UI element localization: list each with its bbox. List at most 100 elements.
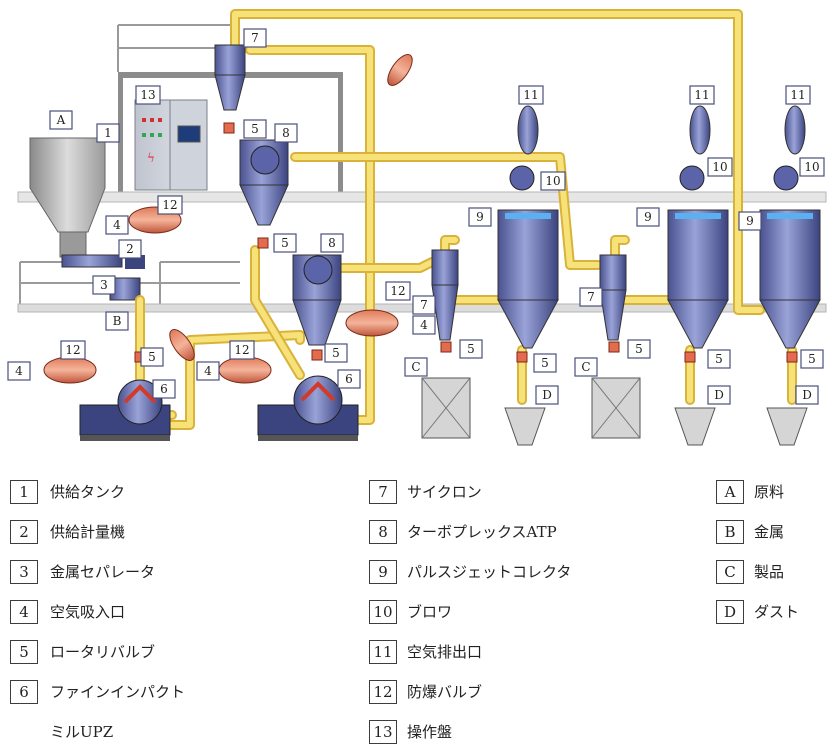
callout-10-a: 10 bbox=[540, 171, 566, 191]
legend-label-4: 空気吸入口 bbox=[50, 603, 126, 621]
legend-key-10: 10 bbox=[369, 600, 397, 624]
callout-D-2: D bbox=[707, 385, 731, 405]
legend-label-12: 防爆バルブ bbox=[407, 683, 483, 701]
callout-11-b: 11 bbox=[689, 85, 715, 105]
legend-key-12: 12 bbox=[369, 680, 397, 704]
callout-4-b: 4 bbox=[7, 361, 31, 381]
svg-text:5: 5 bbox=[808, 352, 816, 366]
svg-text:4: 4 bbox=[204, 364, 212, 378]
legend-label-A: 原料 bbox=[754, 483, 785, 501]
svg-text:1: 1 bbox=[104, 126, 112, 140]
product-container-2 bbox=[591, 377, 641, 439]
svg-text:D: D bbox=[802, 388, 812, 402]
callout-7-b: 7 bbox=[412, 295, 436, 315]
impact-mill-left bbox=[79, 379, 171, 441]
product-container-1 bbox=[421, 377, 471, 439]
svg-text:D: D bbox=[542, 388, 552, 402]
svg-text:10: 10 bbox=[712, 160, 727, 174]
svg-text:ϟ: ϟ bbox=[147, 151, 155, 165]
callout-D-1: D bbox=[535, 385, 559, 405]
svg-text:10: 10 bbox=[545, 174, 560, 188]
svg-text:A: A bbox=[56, 113, 66, 127]
svg-text:5: 5 bbox=[251, 122, 259, 136]
legend-label-11: 空気排出口 bbox=[407, 643, 483, 661]
svg-text:12: 12 bbox=[234, 343, 249, 357]
legend-key-B: B bbox=[716, 520, 744, 544]
svg-text:4: 4 bbox=[420, 318, 428, 332]
callout-5-e: 5 bbox=[459, 339, 483, 359]
legend-label-6-extra: ミルUPZ bbox=[50, 723, 114, 741]
rotary-valves bbox=[134, 122, 798, 363]
pulse-jet-collector-2 bbox=[667, 105, 729, 349]
legend-label-13: 操作盤 bbox=[407, 723, 453, 741]
svg-text:8: 8 bbox=[328, 236, 336, 250]
svg-text:5: 5 bbox=[541, 356, 549, 370]
callout-5-c: 5 bbox=[140, 347, 164, 367]
callout-6-b: 6 bbox=[337, 369, 361, 389]
legend-label-C: 製品 bbox=[754, 563, 785, 581]
callout-4-d: 4 bbox=[412, 315, 436, 335]
callout-3: 3 bbox=[92, 275, 116, 295]
callout-5-f: 5 bbox=[533, 353, 557, 373]
svg-text:11: 11 bbox=[523, 88, 538, 102]
callout-9-a: 9 bbox=[468, 207, 492, 227]
svg-text:9: 9 bbox=[746, 214, 754, 228]
svg-text:5: 5 bbox=[332, 346, 340, 360]
callout-1: 1 bbox=[96, 123, 120, 143]
svg-text:5: 5 bbox=[281, 236, 289, 250]
svg-text:11: 11 bbox=[790, 88, 805, 102]
callout-8-a: 8 bbox=[274, 123, 298, 143]
svg-text:7: 7 bbox=[587, 290, 595, 304]
callout-12-b: 12 bbox=[60, 340, 86, 360]
pulse-jet-collector-1 bbox=[497, 105, 559, 349]
callout-12-d: 12 bbox=[385, 281, 411, 301]
legend-key-11: 11 bbox=[369, 640, 397, 664]
cyclone-product-2 bbox=[599, 254, 627, 341]
legend-key-8: 8 bbox=[369, 520, 397, 544]
legend-key-3: 3 bbox=[10, 560, 38, 584]
svg-text:C: C bbox=[411, 360, 420, 374]
svg-text:6: 6 bbox=[160, 382, 168, 396]
callout-5-d: 5 bbox=[324, 343, 348, 363]
svg-text:5: 5 bbox=[635, 342, 643, 356]
dust-hoppers bbox=[504, 407, 808, 446]
svg-text:5: 5 bbox=[715, 352, 723, 366]
legend-key-A: A bbox=[716, 480, 744, 504]
callout-11-a: 11 bbox=[518, 85, 544, 105]
callout-7-c: 7 bbox=[579, 287, 603, 307]
callout-A: A bbox=[49, 110, 73, 130]
svg-text:5: 5 bbox=[148, 350, 156, 364]
legend-key-5: 5 bbox=[10, 640, 38, 664]
callout-12-c: 12 bbox=[229, 340, 255, 360]
callout-5-i: 5 bbox=[800, 349, 824, 369]
legend-key-2: 2 bbox=[10, 520, 38, 544]
callout-11-c: 11 bbox=[785, 85, 811, 105]
legend-key-4: 4 bbox=[10, 600, 38, 624]
classifier-lower bbox=[292, 254, 342, 346]
callout-10-c: 10 bbox=[799, 157, 825, 177]
legend-label-1: 供給タンク bbox=[50, 483, 126, 501]
feed-tank bbox=[29, 137, 106, 258]
legend-key-6: 6 bbox=[10, 680, 38, 704]
svg-text:7: 7 bbox=[420, 298, 428, 312]
callout-D-3: D bbox=[795, 385, 819, 405]
callout-5-h: 5 bbox=[707, 349, 731, 369]
callout-4-c: 4 bbox=[196, 361, 220, 381]
svg-text:C: C bbox=[581, 360, 590, 374]
process-flow-diagram: ϟ bbox=[7, 9, 827, 446]
svg-text:12: 12 bbox=[162, 198, 177, 212]
svg-text:9: 9 bbox=[476, 210, 484, 224]
svg-text:4: 4 bbox=[15, 364, 23, 378]
callout-9-c: 9 bbox=[738, 211, 762, 231]
callout-10-b: 10 bbox=[707, 157, 733, 177]
svg-text:8: 8 bbox=[282, 126, 290, 140]
callout-5-b: 5 bbox=[273, 233, 297, 253]
legend-label-3: 金属セパレータ bbox=[50, 563, 156, 581]
callout-9-b: 9 bbox=[636, 207, 660, 227]
svg-text:6: 6 bbox=[345, 372, 353, 386]
callout-5-a: 5 bbox=[243, 119, 267, 139]
svg-text:7: 7 bbox=[251, 31, 259, 45]
classifier-upper bbox=[239, 139, 289, 226]
svg-text:D: D bbox=[714, 388, 724, 402]
cyclone-upper bbox=[214, 44, 246, 111]
